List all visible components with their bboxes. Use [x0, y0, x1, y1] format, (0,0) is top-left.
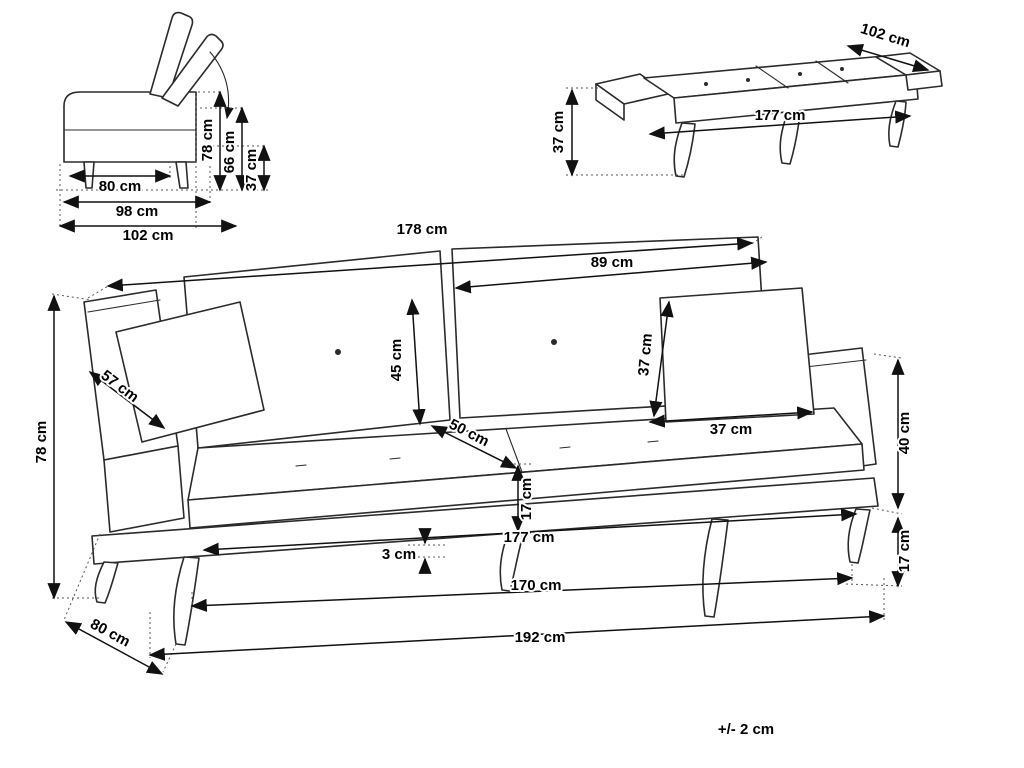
dim-side-depth-seat: 80 cm — [99, 178, 142, 195]
dim-clearance: 3 cm — [382, 546, 416, 563]
bed-extension-lines — [566, 87, 684, 176]
bed-button — [746, 78, 750, 82]
bed-left-arm-front — [595, 83, 625, 121]
left-armrest-top-edge — [87, 299, 161, 313]
dim-line-bed-102 — [846, 43, 930, 73]
side-leg-back — [175, 161, 189, 189]
dim-bed-depth: 102 cm — [859, 20, 913, 51]
dim-side-height-total: 78 cm — [199, 119, 216, 162]
dim-line-80 — [64, 621, 164, 675]
bed-button — [704, 82, 708, 86]
backrest-button — [551, 339, 557, 345]
dim-side-height-seat: 37 cm — [243, 149, 260, 192]
dim-line-pillow-width — [648, 406, 814, 428]
dim-line-192 — [148, 610, 886, 661]
dim-base-width: 170 cm — [511, 577, 562, 594]
dim-armrest-height: 40 cm — [896, 412, 913, 455]
dim-line-178 — [106, 237, 754, 292]
dim-side-depth-total: 102 cm — [123, 227, 174, 244]
dim-backrest-height: 45 cm — [388, 339, 405, 382]
dim-bed-height: 37 cm — [550, 111, 567, 154]
bed-button — [840, 67, 844, 71]
dim-side-depth-mid: 98 cm — [116, 203, 159, 220]
seat-stitch-marks — [295, 440, 659, 467]
dim-seat-width: 177 cm — [504, 529, 555, 546]
dim-seat-thickness: 17 cm — [518, 478, 535, 521]
right-pillow — [659, 287, 815, 423]
dim-side-height-mid: 66 cm — [221, 131, 238, 174]
dim-line-57 — [88, 371, 166, 429]
dim-backrest-width: 89 cm — [591, 254, 634, 271]
left-armrest-front — [103, 445, 185, 533]
side-backrest-upright — [149, 11, 194, 99]
side-view: 80 cm 98 cm 102 cm 78 cm 66 cm 37 cm — [56, 11, 271, 246]
backrest-button — [335, 349, 341, 355]
dim-width-top: 178 cm — [397, 221, 448, 238]
dim-line-pillow-height — [649, 300, 674, 418]
dim-line-bed-177 — [648, 110, 912, 140]
bed-leg-3 — [888, 100, 907, 148]
bed-seam-1 — [755, 65, 789, 89]
side-backrest-reclined — [161, 33, 224, 107]
dim-line-177 — [202, 508, 858, 556]
side-leg-front — [83, 161, 95, 189]
leg-1 — [94, 561, 119, 604]
bed-seam-2 — [815, 60, 849, 84]
dim-bed-length: 177 cm — [755, 107, 806, 124]
bed-view: 37 cm 177 cm 102 cm — [548, 18, 943, 178]
dim-line-50 — [430, 425, 518, 469]
dim-width-total: 192 cm — [515, 629, 566, 646]
dim-leg-height: 17 cm — [896, 530, 913, 573]
front-view: 178 cm 89 cm 45 cm 37 cm 37 cm 57 cm 50 … — [31, 219, 915, 675]
dim-line-45 — [406, 298, 426, 426]
leg-4 — [701, 518, 729, 618]
dim-line-89 — [454, 256, 768, 294]
tolerance-note: +/- 2 cm — [718, 721, 774, 738]
recline-arrow — [209, 51, 234, 120]
bed-button — [798, 72, 802, 76]
dim-height-total: 78 cm — [33, 421, 50, 464]
dim-line-170 — [190, 572, 854, 612]
leg-2 — [173, 556, 200, 646]
leg-5 — [847, 508, 871, 564]
bed-right-arm-front — [905, 70, 943, 91]
dim-pillow-width: 37 cm — [710, 421, 753, 438]
seat-front-face — [187, 443, 865, 529]
